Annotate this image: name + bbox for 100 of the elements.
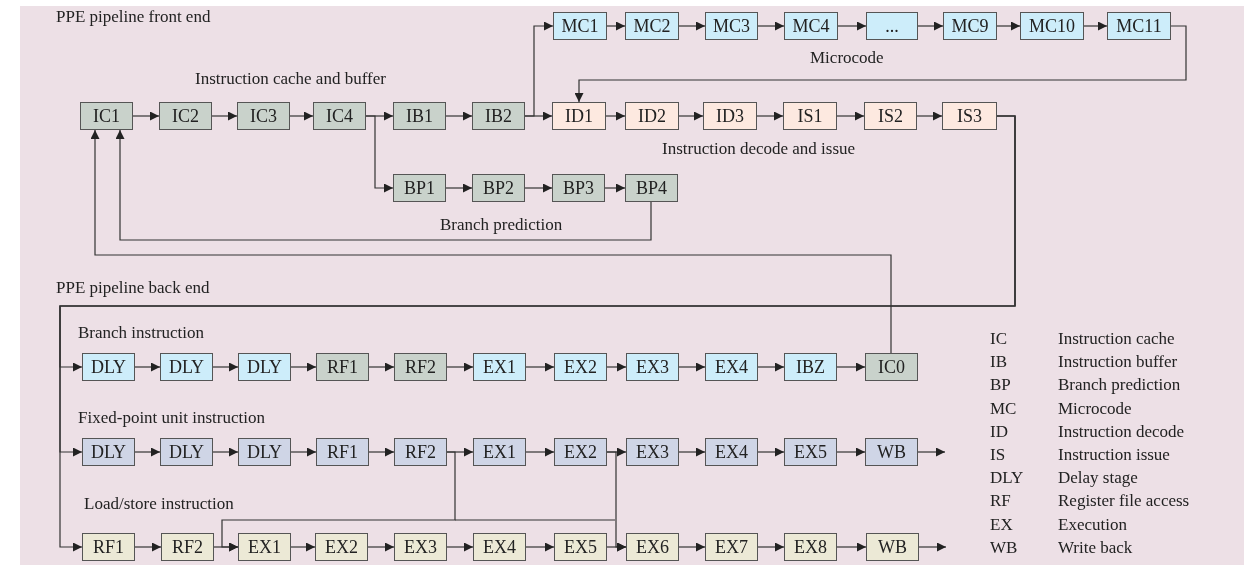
pipeline-stage-box: ID1: [552, 102, 606, 130]
arrow: [524, 183, 553, 193]
arrow: [525, 362, 555, 372]
pipeline-stage-box: EX3: [626, 353, 679, 381]
pipeline-stage-box: IB2: [472, 102, 525, 130]
pipeline-stage-box: EX8: [784, 533, 837, 561]
arrow: [445, 183, 473, 193]
pipeline-stage-box: EX6: [626, 533, 679, 561]
definition-text: Instruction cache: [1058, 330, 1175, 349]
arrow: [757, 447, 785, 457]
pipeline-stage-box: RF2: [161, 533, 214, 561]
arrow: [606, 21, 626, 31]
arrow: [757, 542, 785, 552]
arrow: [574, 25, 1187, 103]
pipeline-stage-box: RF2: [394, 438, 447, 466]
arrow: [290, 362, 317, 372]
pipeline-stage-box: IC3: [237, 102, 290, 130]
arrow: [606, 362, 627, 372]
pipeline-stage-box: IC0: [865, 353, 918, 381]
arrow: [290, 542, 316, 552]
definition-text: Execution: [1058, 515, 1127, 535]
pipeline-stage-box: IS1: [783, 102, 837, 130]
pipeline-stage-box: DLY: [238, 353, 291, 381]
arrow: [134, 447, 161, 457]
definition-text: Register file access: [1058, 492, 1190, 512]
arrow: [836, 542, 867, 552]
definition-text: Instruction issue: [1058, 446, 1170, 465]
abbreviation-text: BP: [990, 376, 1011, 396]
pipeline-stage-box: BP1: [393, 174, 446, 202]
pipeline-stage-box: IB1: [393, 102, 446, 130]
pipeline-stage-box: IC2: [159, 102, 212, 130]
arrow: [446, 362, 474, 372]
arrow: [211, 111, 238, 121]
arrow: [678, 362, 706, 372]
definition-text: Branch prediction: [1058, 376, 1181, 396]
group-label: Microcode: [810, 49, 884, 68]
pipeline-stage-box: WB: [866, 533, 919, 561]
arrow: [454, 451, 627, 552]
arrow: [525, 447, 555, 457]
pipeline-stage-box: RF1: [316, 438, 369, 466]
pipeline-stage-box: ID3: [703, 102, 757, 130]
pipeline-stage-box: EX4: [705, 438, 758, 466]
pipeline-stage-box: EX2: [554, 353, 607, 381]
definition-text: Microcode: [1058, 399, 1132, 419]
group-label: Branch instruction: [78, 324, 205, 343]
definition-text: Delay stage: [1058, 469, 1138, 488]
arrow: [837, 21, 867, 31]
abbreviation-text: MC: [990, 399, 1017, 419]
arrow: [525, 542, 555, 552]
section-title: PPE pipeline back end: [56, 279, 210, 298]
arrow: [59, 115, 1016, 552]
arrow: [134, 542, 162, 552]
arrow: [212, 362, 239, 372]
pipeline-stage-box: DLY: [160, 353, 213, 381]
pipeline-stage-box: RF2: [394, 353, 447, 381]
pipeline-stage-box: MC10: [1020, 12, 1084, 40]
pipeline-stage-box: MC9: [943, 12, 997, 40]
group-label: Instruction cache and buffer: [195, 70, 386, 89]
arrow: [367, 542, 395, 552]
pipeline-stage-box: MC2: [625, 12, 679, 40]
arrow: [917, 21, 944, 31]
pipeline-stage-box: ...: [866, 12, 918, 40]
arrow: [90, 129, 892, 354]
pipeline-stage-box: EX1: [238, 533, 291, 561]
pipeline-stage-box: EX5: [784, 438, 837, 466]
arrow: [678, 447, 706, 457]
pipeline-stage-box: DLY: [160, 438, 213, 466]
arrow: [524, 21, 554, 117]
pipeline-stage-box: EX2: [554, 438, 607, 466]
arrow: [221, 451, 456, 552]
abbreviation-text: ID: [990, 422, 1008, 442]
pipeline-stage-box: BP2: [472, 174, 525, 202]
arrow: [368, 447, 395, 457]
arrow: [917, 447, 946, 457]
pipeline-stage-box: IS3: [942, 102, 997, 130]
pipeline-stage-box: MC4: [784, 12, 838, 40]
arrow: [918, 542, 947, 552]
pipeline-stage-box: IC1: [80, 102, 133, 130]
abbreviation-text: WB: [990, 538, 1018, 558]
arrow: [368, 362, 395, 372]
arrow: [115, 129, 652, 241]
abbreviation-text: IB: [990, 353, 1007, 372]
pipeline-stage-box: BP4: [625, 174, 678, 202]
pipeline-stage-box: EX3: [394, 533, 447, 561]
arrow: [605, 111, 626, 121]
arrow: [836, 362, 866, 372]
pipeline-stage-box: MC1: [553, 12, 607, 40]
arrow: [678, 111, 704, 121]
arrow: [290, 447, 317, 457]
pipeline-stage-box: ID2: [625, 102, 679, 130]
arrow: [916, 111, 943, 121]
pipeline-stage-box: EX7: [705, 533, 758, 561]
pipeline-stage-box: RF1: [316, 353, 369, 381]
abbreviation-text: IC: [990, 330, 1007, 349]
arrow: [678, 542, 706, 552]
arrow: [289, 111, 314, 121]
abbreviation-text: DLY: [990, 469, 1024, 488]
arrow: [678, 21, 706, 31]
pipeline-stage-box: BP3: [552, 174, 605, 202]
pipeline-stage-box: DLY: [82, 353, 135, 381]
